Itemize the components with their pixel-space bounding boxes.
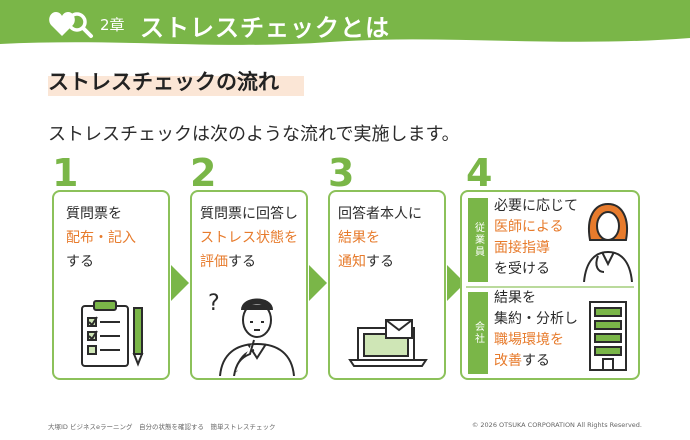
step-4-bottom-line-1: 結果を bbox=[494, 290, 536, 306]
doctor-icon bbox=[583, 202, 633, 282]
step-3-line-2: 結果を bbox=[338, 230, 380, 246]
thinking-man-icon: ? bbox=[208, 291, 295, 376]
step-4-bottom-line-4-highlight: 改善 bbox=[494, 353, 522, 369]
step-3-line-3-rest: する bbox=[366, 254, 394, 270]
step-4-top-line-1: 必要に応じて bbox=[494, 198, 578, 214]
company-label: 会社 bbox=[468, 292, 488, 374]
step-2-line-2: ストレス状態を bbox=[200, 230, 298, 246]
section-heading: ストレスチェックの流れ bbox=[48, 66, 304, 98]
header-band: 2章 ストレスチェックとは bbox=[0, 0, 690, 50]
step-4-top-text: 必要に応じて 医師による 面接指導 を受ける bbox=[494, 196, 578, 280]
step-4-top-line-3: 面接指導 bbox=[494, 240, 550, 256]
section-title: ストレスチェックの流れ bbox=[48, 70, 279, 94]
step-number-2: 2 bbox=[190, 151, 217, 195]
step-2-text: 質問票に回答し ストレス状態を 評価する bbox=[200, 202, 298, 274]
step-3-text: 回答者本人に 結果を 通知する bbox=[338, 202, 422, 274]
heart-magnifier-icon bbox=[49, 12, 93, 38]
step-3-line-3: 通知する bbox=[338, 250, 422, 274]
header-background bbox=[0, 0, 690, 45]
step-number-4: 4 bbox=[466, 151, 493, 195]
step-4-bottom-line-3: 職場環境を bbox=[494, 332, 564, 348]
step-2-line-1: 質問票に回答し bbox=[200, 206, 298, 222]
arrow-icon bbox=[309, 265, 327, 301]
page-title: ストレスチェックとは bbox=[140, 14, 390, 42]
office-building-icon bbox=[589, 301, 627, 371]
arrow-icon bbox=[171, 265, 189, 301]
step-4-bottom-line-2: 集約・分析し bbox=[494, 311, 578, 327]
section-heading-highlight bbox=[48, 76, 304, 96]
laptop-mail-icon bbox=[348, 319, 428, 367]
step-number-1: 1 bbox=[52, 151, 79, 195]
arrow-icon bbox=[447, 265, 465, 301]
svg-text:?: ? bbox=[208, 291, 220, 316]
step-card-3: 回答者本人に 結果を 通知する bbox=[328, 190, 446, 380]
step-card-4: 従業員 必要に応じて 医師による 面接指導 を受ける 会社 結果を 集約・分析し… bbox=[460, 190, 640, 380]
step-1-line-3: する bbox=[66, 254, 94, 270]
step-number-3: 3 bbox=[328, 151, 355, 195]
subtitle: ストレスチェックは次のような流れで実施します。 bbox=[48, 124, 460, 145]
clipboard-checklist-icon bbox=[81, 300, 144, 367]
step-1-line-2: 配布・記入 bbox=[66, 230, 136, 246]
footer-copyright: © 2026 OTSUKA CORPORATION All Rights Res… bbox=[471, 421, 642, 429]
step-2-line-3: 評価する bbox=[200, 250, 298, 274]
step-card-1: 質問票を 配布・記入 する bbox=[52, 190, 170, 380]
step-4-top-line-2: 医師による bbox=[494, 219, 564, 235]
step-3-line-3-highlight: 通知 bbox=[338, 254, 366, 270]
step-3-line-1: 回答者本人に bbox=[338, 206, 422, 222]
step-1-text: 質問票を 配布・記入 する bbox=[66, 202, 136, 274]
card-4-divider bbox=[466, 286, 634, 288]
employee-label: 従業員 bbox=[468, 198, 488, 282]
step-4-bottom-text: 結果を 集約・分析し 職場環境を 改善する bbox=[494, 288, 578, 372]
footer-course-info: 大塚ID ビジネスeラーニング 自分の状態を確認する 簡単ストレスチェック bbox=[48, 423, 276, 431]
step-2-line-3-rest: する bbox=[228, 254, 256, 270]
step-card-2: 質問票に回答し ストレス状態を 評価する ? bbox=[190, 190, 308, 380]
step-2-line-3-highlight: 評価 bbox=[200, 254, 228, 270]
step-4-bottom-line-4-rest: する bbox=[522, 353, 550, 369]
chapter-label: 2章 bbox=[100, 16, 125, 34]
step-1-line-1: 質問票を bbox=[66, 206, 122, 222]
step-4-top-line-4: を受ける bbox=[494, 261, 550, 277]
